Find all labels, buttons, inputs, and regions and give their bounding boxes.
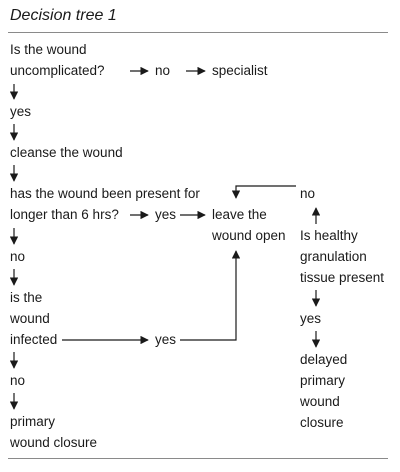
- step-cleanse-wound: cleanse the wound: [10, 145, 123, 160]
- question-infected-line1: is the: [10, 290, 43, 305]
- figure-title: Decision tree 1: [10, 7, 117, 24]
- outcome-delayed-closure-line1: delayed: [300, 352, 348, 367]
- answer-yes-present: yes: [155, 207, 177, 222]
- question-present-line1: has the wound been present for: [10, 186, 200, 201]
- answer-yes-uncomplicated: yes: [10, 104, 32, 119]
- outcome-delayed-closure-line3: wound: [300, 394, 340, 409]
- outcome-primary-closure-line2: wound closure: [10, 435, 98, 450]
- answer-no-uncomplicated: no: [155, 63, 171, 78]
- outcome-delayed-closure-line4: closure: [300, 415, 344, 430]
- answer-yes-granulation: yes: [300, 311, 322, 326]
- outcome-delayed-closure-line2: primary: [300, 373, 346, 388]
- bottom-rule: [8, 458, 388, 459]
- outcome-specialist: specialist: [212, 63, 268, 78]
- question-uncomplicated-line2: uncomplicated?: [10, 63, 105, 78]
- question-infected-line3: infected: [10, 332, 58, 347]
- question-granulation-line1: Is healthy: [300, 228, 358, 243]
- arrow-no-back-to-leave-open: [231, 185, 296, 199]
- answer-no-present: no: [10, 249, 26, 264]
- outcome-leave-open-line2: wound open: [212, 228, 286, 243]
- outcome-leave-open-line1: leave the: [212, 207, 267, 222]
- question-granulation-line2: granulation: [300, 249, 367, 264]
- arrow-yes-up-to-leave-open: [180, 250, 241, 341]
- top-rule: [8, 32, 388, 33]
- question-granulation-line3: tissue present: [300, 270, 385, 285]
- answer-no-infected: no: [10, 373, 26, 388]
- question-infected-line2: wound: [10, 311, 50, 326]
- answer-yes-infected: yes: [155, 332, 177, 347]
- question-uncomplicated-line1: Is the wound: [10, 42, 87, 57]
- answer-no-granulation: no: [300, 186, 316, 201]
- outcome-primary-closure-line1: primary: [10, 414, 56, 429]
- question-present-line2: longer than 6 hrs?: [10, 207, 119, 222]
